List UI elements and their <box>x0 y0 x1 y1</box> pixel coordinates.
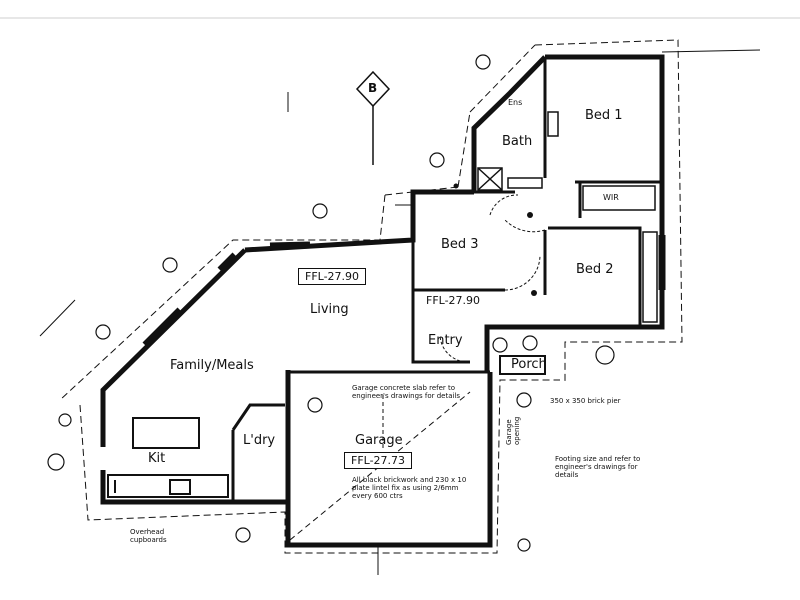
section-marker <box>355 70 391 165</box>
kitchen-bench <box>107 417 229 498</box>
room-label-bed3: Bed 3 <box>441 237 479 252</box>
dimension-lines <box>39 49 761 575</box>
room-label-wir: WIR <box>603 193 619 202</box>
note-brick-pier: 350 x 350 brick pier <box>550 397 621 405</box>
room-label-ens: Ens <box>508 98 523 107</box>
room-label-bed1: Bed 1 <box>585 108 623 123</box>
roof-outline <box>59 39 683 554</box>
room-label-living: Living <box>310 302 349 317</box>
note-garage-slab: Garage concrete slab refer to engineer's… <box>352 384 461 400</box>
room-label-kitchen: Kit <box>148 451 166 466</box>
windows <box>142 235 666 348</box>
bath-fixtures <box>477 111 559 191</box>
note-overhead-cupboard: Overhead cupboards <box>130 528 167 544</box>
column-dots <box>453 183 537 296</box>
ffl-box-living: FFL-27.90 <box>298 268 367 285</box>
wir-shelf <box>582 185 656 211</box>
room-label-bath: Bath <box>502 134 533 149</box>
garage-diagonal <box>289 391 471 541</box>
room-label-entry: Entry <box>428 333 463 348</box>
ffl-label-bed3: FFL-27.90 <box>426 294 481 307</box>
note-garage-lintel: All black brickwork and 230 x 10 plate l… <box>352 476 467 500</box>
room-label-bed2: Bed 2 <box>576 262 614 277</box>
room-label-laundry: L'dry <box>243 433 276 448</box>
door-swings <box>439 194 546 363</box>
room-label-garage: Garage <box>355 433 403 448</box>
ffl-box-garage: FFL-27.73 <box>344 452 413 469</box>
note-garage-opening: Garage opening <box>505 416 521 445</box>
porch-outline <box>499 355 546 375</box>
interior-walls <box>231 57 660 500</box>
section-marker-label: B <box>368 81 378 95</box>
bed2-robe <box>642 231 658 323</box>
note-footing: Footing size and refer to engineer's dra… <box>555 455 641 479</box>
room-label-porch: Porch <box>511 357 547 372</box>
room-label-family-meals: Family/Meals <box>170 358 254 373</box>
footing-markers <box>47 54 615 552</box>
